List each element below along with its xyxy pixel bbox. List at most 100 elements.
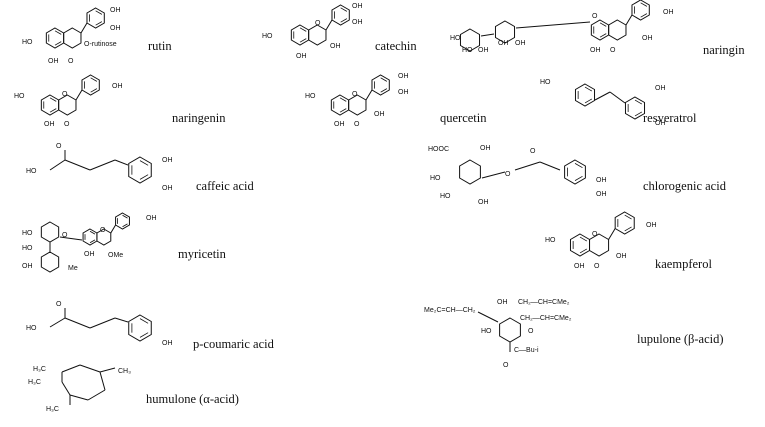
atom-label: O: [56, 301, 62, 308]
atom-label: HO: [545, 237, 556, 244]
atom-label: C—Bu-i: [514, 347, 539, 354]
label-resveratrol: resveratrol: [643, 111, 697, 125]
atom-label: OH: [162, 157, 173, 164]
structure-chlorogenic-acid: HOOC OH HO HO OH O O OH OH: [428, 145, 607, 206]
atom-label: OH: [515, 40, 526, 47]
atom-label: O: [56, 143, 62, 150]
atom-label: H₃C: [28, 379, 41, 386]
structure-caffeic-acid: HO O OH OH: [26, 143, 173, 192]
atom-label: O: [62, 91, 68, 98]
atom-label: O: [315, 20, 321, 27]
atom-label: HO: [430, 175, 441, 182]
atom-label: OH: [398, 73, 409, 80]
atom-label: H₃C: [33, 366, 46, 373]
atom-label: OH: [663, 9, 674, 16]
structure-catechin: HO OH OH OH OH O: [262, 3, 363, 60]
atom-label: OH: [162, 340, 173, 347]
atom-label: OH: [655, 85, 666, 92]
atom-label: CH₂—CH=CMe₂: [518, 299, 570, 306]
atom-label: OH: [596, 191, 607, 198]
atom-label: OH: [480, 145, 491, 152]
atom-label: O: [592, 13, 598, 20]
atom-label: OH: [497, 299, 508, 306]
atom-label: O: [592, 231, 598, 238]
atom-label: OH: [655, 120, 666, 127]
atom-label: O: [530, 148, 536, 155]
atom-label: OH: [574, 263, 585, 270]
label-lupulone: lupulone (β-acid): [637, 332, 724, 346]
atom-label: OH: [616, 253, 627, 260]
atom-label: OH: [498, 40, 509, 47]
label-quercetin: quercetin: [440, 111, 487, 125]
atom-label: OH: [352, 19, 363, 26]
atom-label: O-rutinose: [84, 41, 117, 48]
atom-label: HO: [22, 230, 33, 237]
atom-label: OH: [146, 215, 157, 222]
structure-resveratrol: HO OH OH: [540, 79, 666, 127]
atom-label: OH: [334, 121, 345, 128]
label-catechin: catechin: [375, 39, 417, 53]
label-myricetin: myricetin: [178, 247, 226, 261]
atom-label: CH₂—CH=CMe₂: [520, 315, 572, 322]
atom-label: O: [64, 121, 70, 128]
atom-label: OH: [596, 177, 607, 184]
atom-label: OH: [398, 89, 409, 96]
atom-label: OH: [374, 111, 385, 118]
atom-label: OH: [110, 25, 121, 32]
atom-label: OH: [48, 58, 59, 65]
atom-label: O: [594, 263, 600, 270]
structure-humulone-acid: H₃C H₃C CH₃ H₃C: [28, 364, 131, 413]
label-humulone: humulone (α-acid): [146, 392, 239, 406]
atom-label: HO: [22, 39, 33, 46]
atom-label: H₃C: [46, 406, 59, 413]
atom-label: O: [62, 232, 68, 239]
structure-kaempferol: HO OH O OH OH O: [545, 211, 657, 270]
atom-label: HO: [450, 35, 461, 42]
atom-label: O: [505, 171, 511, 178]
atom-label: OH: [478, 199, 489, 206]
atom-label: HO: [440, 193, 451, 200]
atom-label: O: [503, 362, 509, 369]
atom-label: HO: [540, 79, 551, 86]
atom-label: HOOC: [428, 146, 449, 153]
structure-lupulone-acid: Me₂C=CH—CH₂ OH CH₂—CH=CMe₂ CH₂—CH=CMe₂ HO O C—…: [424, 299, 572, 369]
atom-label: Me₂C=CH—CH₂: [424, 307, 476, 314]
atom-label: OH: [478, 47, 489, 54]
atom-label: O: [100, 227, 106, 234]
atom-label: OH: [112, 83, 123, 90]
atom-label: OH: [642, 35, 653, 42]
label-caffeic-acid: caffeic acid: [196, 179, 254, 193]
atom-label: O: [610, 47, 616, 54]
label-kaempferol: kaempferol: [655, 257, 712, 271]
atom-label: OH: [110, 7, 121, 14]
atom-label: HO: [305, 93, 316, 100]
atom-label: OH: [330, 43, 341, 50]
atom-label: OMe: [108, 252, 123, 259]
atom-label: HO: [262, 33, 273, 40]
atom-label: OH: [352, 3, 363, 10]
atom-label: OH: [22, 263, 33, 270]
atom-label: O: [354, 121, 360, 128]
atom-label: OH: [44, 121, 55, 128]
atom-label: HO: [14, 93, 25, 100]
structure-rutin: HO OH O OH OH O-rutinose: [22, 7, 121, 65]
atom-label: HO: [462, 47, 473, 54]
atom-label: Me: [68, 265, 78, 272]
label-chlorogenic-acid: chlorogenic acid: [643, 179, 726, 193]
atom-label: CH₃: [118, 368, 131, 375]
atom-label: OH: [84, 251, 95, 258]
atom-label: O: [528, 328, 534, 335]
label-p-coumaric-acid: p-coumaric acid: [193, 337, 274, 351]
atom-label: OH: [646, 222, 657, 229]
atom-label: O: [68, 58, 74, 65]
atom-label: OH: [590, 47, 601, 54]
atom-label: OH: [162, 185, 173, 192]
atom-label: OH: [296, 53, 307, 60]
label-naringin: naringin: [703, 43, 745, 57]
atom-label: HO: [481, 328, 492, 335]
atom-label: HO: [26, 168, 37, 175]
